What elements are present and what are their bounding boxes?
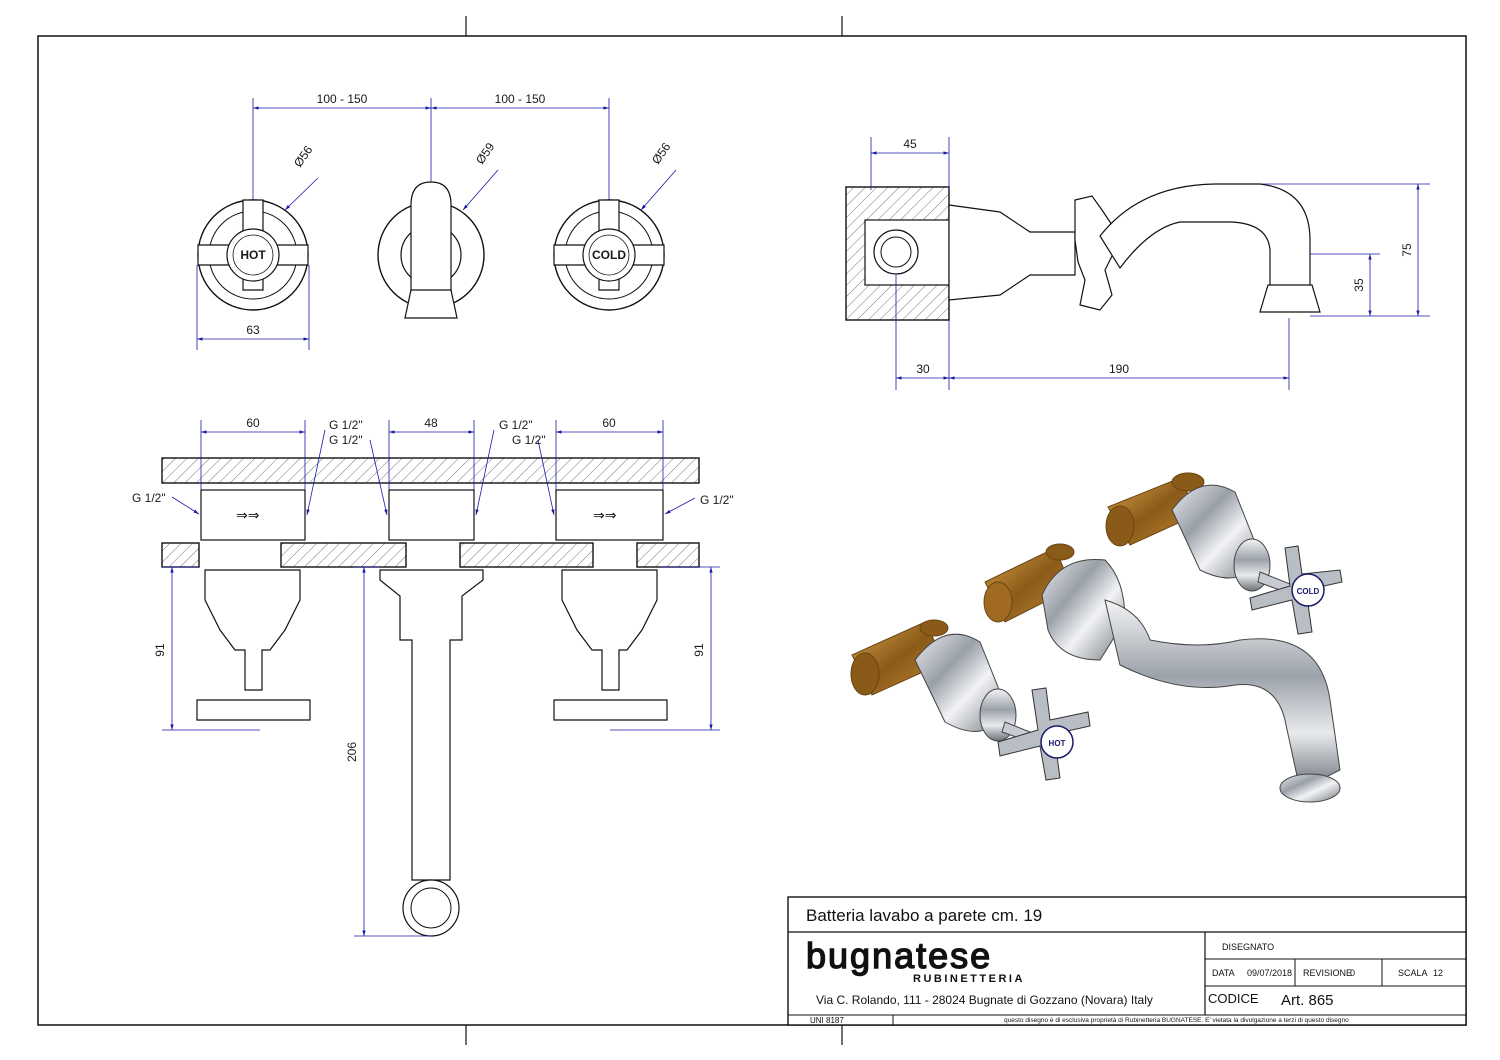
render-hot-label: HOT bbox=[1049, 739, 1066, 748]
front-view: 100 - 150 100 - 150 HOT Ø56 Ø59 bbox=[196, 92, 677, 350]
thread-label: G 1/2" bbox=[329, 418, 363, 432]
hot-handle-front: HOT bbox=[197, 199, 309, 311]
dim-height-91-left: 91 bbox=[153, 643, 167, 657]
thread-label: G 1/2" bbox=[499, 418, 533, 432]
dim-height-91-right: 91 bbox=[692, 643, 706, 657]
dim-reach-190: 190 bbox=[1109, 362, 1129, 376]
dim-dia-spout: Ø59 bbox=[473, 140, 498, 167]
dim-depth-30: 30 bbox=[916, 362, 930, 376]
dim-depth-45: 45 bbox=[903, 137, 917, 151]
dim-dia-hot: Ø56 bbox=[291, 143, 316, 170]
dim-height-206: 206 bbox=[345, 742, 359, 762]
cold-handle-front: COLD bbox=[553, 199, 665, 311]
dim-body-48: 48 bbox=[424, 416, 438, 430]
thread-label: G 1/2" bbox=[700, 493, 734, 507]
revision-label: REVISIONE bbox=[1303, 968, 1352, 978]
render-cold-label: COLD bbox=[1297, 587, 1320, 596]
dim-dia-cold: Ø56 bbox=[649, 140, 674, 167]
standard-label: UNI 8187 bbox=[810, 1016, 844, 1025]
dim-height-35: 35 bbox=[1352, 278, 1366, 292]
side-view: 45 75 35 30 190 bbox=[845, 137, 1430, 390]
drawing-title: Batteria lavabo a parete cm. 19 bbox=[806, 906, 1042, 925]
date-label: DATA bbox=[1212, 968, 1235, 978]
scale-value: 12 bbox=[1433, 968, 1443, 978]
product-render: COLD HOT bbox=[850, 472, 1343, 803]
dim-handle-width: 63 bbox=[246, 323, 260, 337]
disclaimer: questo disegno è di esclusiva proprietà … bbox=[1004, 1017, 1349, 1024]
cold-label: COLD bbox=[592, 248, 626, 262]
thread-label: G 1/2" bbox=[512, 433, 546, 447]
sheet-border bbox=[37, 35, 1467, 1026]
svg-text:⇒⇒: ⇒⇒ bbox=[236, 508, 260, 524]
dim-spacing-left: 100 - 150 bbox=[317, 92, 368, 106]
dim-body-60-left: 60 bbox=[246, 416, 260, 430]
revision-value: 0 bbox=[1350, 968, 1355, 978]
thread-label: G 1/2" bbox=[329, 433, 363, 447]
svg-text:⇒⇒: ⇒⇒ bbox=[593, 508, 617, 524]
date-value: 09/07/2018 bbox=[1247, 968, 1292, 978]
company-address: Via C. Rolando, 111 - 28024 Bugnate di G… bbox=[816, 993, 1153, 1007]
spout-front bbox=[377, 181, 485, 319]
dim-body-60-right: 60 bbox=[602, 416, 616, 430]
drawn-label: DISEGNATO bbox=[1222, 942, 1274, 952]
scale-label: SCALA bbox=[1398, 968, 1428, 978]
dim-spacing-right: 100 - 150 bbox=[495, 92, 546, 106]
hot-label: HOT bbox=[240, 248, 266, 262]
brand-subtitle: RUBINETTERIA bbox=[913, 973, 1025, 985]
dim-height-75: 75 bbox=[1400, 243, 1414, 257]
code-label: CODICE bbox=[1208, 991, 1259, 1006]
title-block: Batteria lavabo a parete cm. 19 bugnates… bbox=[787, 896, 1467, 1026]
thread-label: G 1/2" bbox=[132, 491, 166, 505]
section-view: ⇒⇒ ⇒⇒ 60 48 60 G 1/2" G 1/2" G 1/2" bbox=[132, 416, 734, 937]
code-value: Art. 865 bbox=[1281, 992, 1334, 1009]
brand-logo: bugnatese bbox=[806, 935, 992, 976]
